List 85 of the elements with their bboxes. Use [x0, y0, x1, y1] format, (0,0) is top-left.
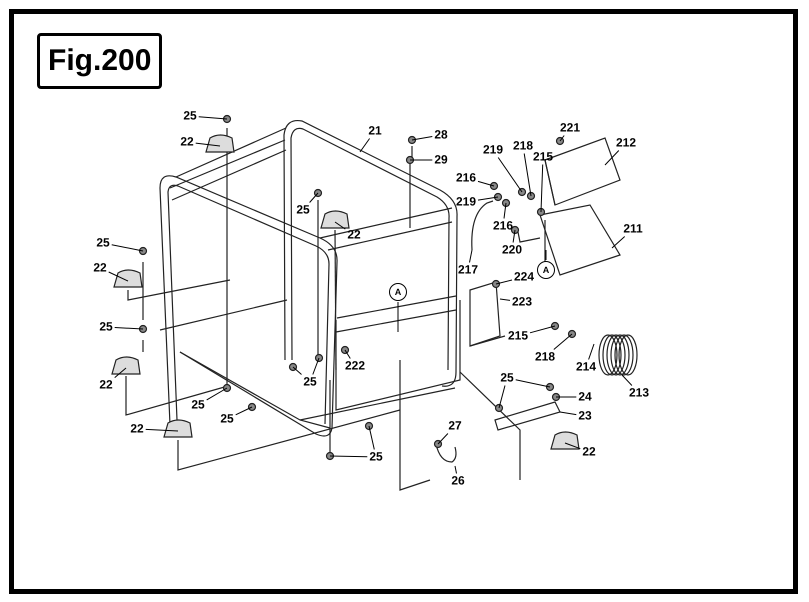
callout-number: 25: [183, 110, 197, 122]
callout-number: 22: [347, 228, 361, 242]
leader-line: [292, 366, 302, 375]
leader-line: [360, 138, 370, 152]
leader-line: [524, 153, 532, 196]
callout-number: 221: [560, 122, 580, 134]
callout-number: 219: [482, 144, 504, 156]
leader-line: [560, 135, 565, 142]
callout-number: 215: [532, 150, 554, 164]
leader-line: [469, 250, 472, 263]
leader-line: [498, 385, 506, 408]
callout-number: 25: [191, 398, 205, 412]
callout-number: 23: [578, 410, 592, 422]
leader-line: [512, 230, 516, 243]
callout-number: 29: [434, 154, 448, 166]
leader-line: [111, 244, 144, 252]
callout-number: 214: [576, 360, 596, 374]
callout-number: 22: [582, 446, 596, 458]
callout-number: 26: [451, 474, 465, 488]
leader-line: [498, 157, 522, 192]
leader-line: [504, 202, 506, 219]
leader-line: [478, 180, 494, 186]
callout-number: 25: [296, 204, 310, 216]
reference-circle: A: [389, 283, 407, 301]
callout-number: 25: [303, 376, 317, 388]
callout-number: 215: [508, 330, 528, 342]
figure-title: Fig.200: [37, 33, 162, 89]
callout-number: 224: [514, 270, 534, 284]
callout-number: 212: [616, 136, 636, 150]
leader-line: [330, 456, 368, 458]
leader-line: [412, 136, 433, 140]
leader-line: [556, 396, 577, 398]
leader-line: [114, 327, 144, 330]
callout-number: 218: [512, 140, 534, 152]
leader-line: [195, 142, 220, 146]
callout-number: 218: [534, 350, 556, 364]
callout-number: 22: [99, 378, 113, 392]
leader-line: [198, 116, 228, 120]
callout-number: 216: [492, 220, 514, 232]
leader-line: [478, 196, 498, 201]
callout-number: 219: [456, 196, 476, 208]
leader-line: [622, 374, 632, 386]
leader-line: [235, 406, 252, 416]
callout-number: 22: [180, 136, 194, 148]
callout-number: 223: [512, 296, 532, 308]
leader-line: [334, 222, 346, 230]
leader-line: [530, 326, 556, 334]
leader-line: [564, 442, 581, 450]
callout-number: 222: [344, 360, 366, 372]
leader-line: [540, 164, 544, 212]
callout-number: 25: [99, 320, 113, 334]
leader-line: [108, 272, 128, 282]
reference-circle: A: [537, 261, 555, 279]
callout-number: 216: [456, 172, 476, 184]
callout-number: 24: [578, 390, 592, 404]
leader-line: [454, 466, 457, 474]
leader-line: [515, 379, 550, 388]
leader-line: [309, 192, 318, 203]
leader-line: [206, 388, 228, 400]
leader-line: [500, 298, 510, 301]
callout-number: 220: [502, 244, 522, 256]
leader-line: [368, 426, 375, 450]
callout-number: 25: [220, 412, 234, 426]
leader-line: [438, 433, 448, 444]
leader-line: [588, 344, 594, 360]
callout-number: 25: [500, 372, 514, 384]
callout-number: 213: [628, 386, 650, 400]
leader-line: [344, 350, 351, 359]
leader-line: [604, 150, 620, 166]
callout-number: 21: [368, 124, 382, 138]
leader-line: [114, 368, 126, 378]
leader-line: [145, 428, 178, 432]
leader-line: [560, 412, 577, 416]
callout-number: 22: [93, 262, 107, 274]
leader-line: [312, 358, 320, 375]
leader-line: [553, 334, 572, 350]
callout-number: 217: [458, 264, 478, 276]
callout-number: 25: [369, 450, 383, 464]
callout-number: 27: [448, 420, 462, 432]
leader-line: [612, 236, 626, 248]
leader-line: [496, 280, 512, 284]
callout-number: 22: [130, 422, 144, 436]
callout-number: 211: [623, 222, 643, 236]
callout-number: 25: [96, 236, 110, 250]
callout-number: 28: [434, 128, 448, 142]
